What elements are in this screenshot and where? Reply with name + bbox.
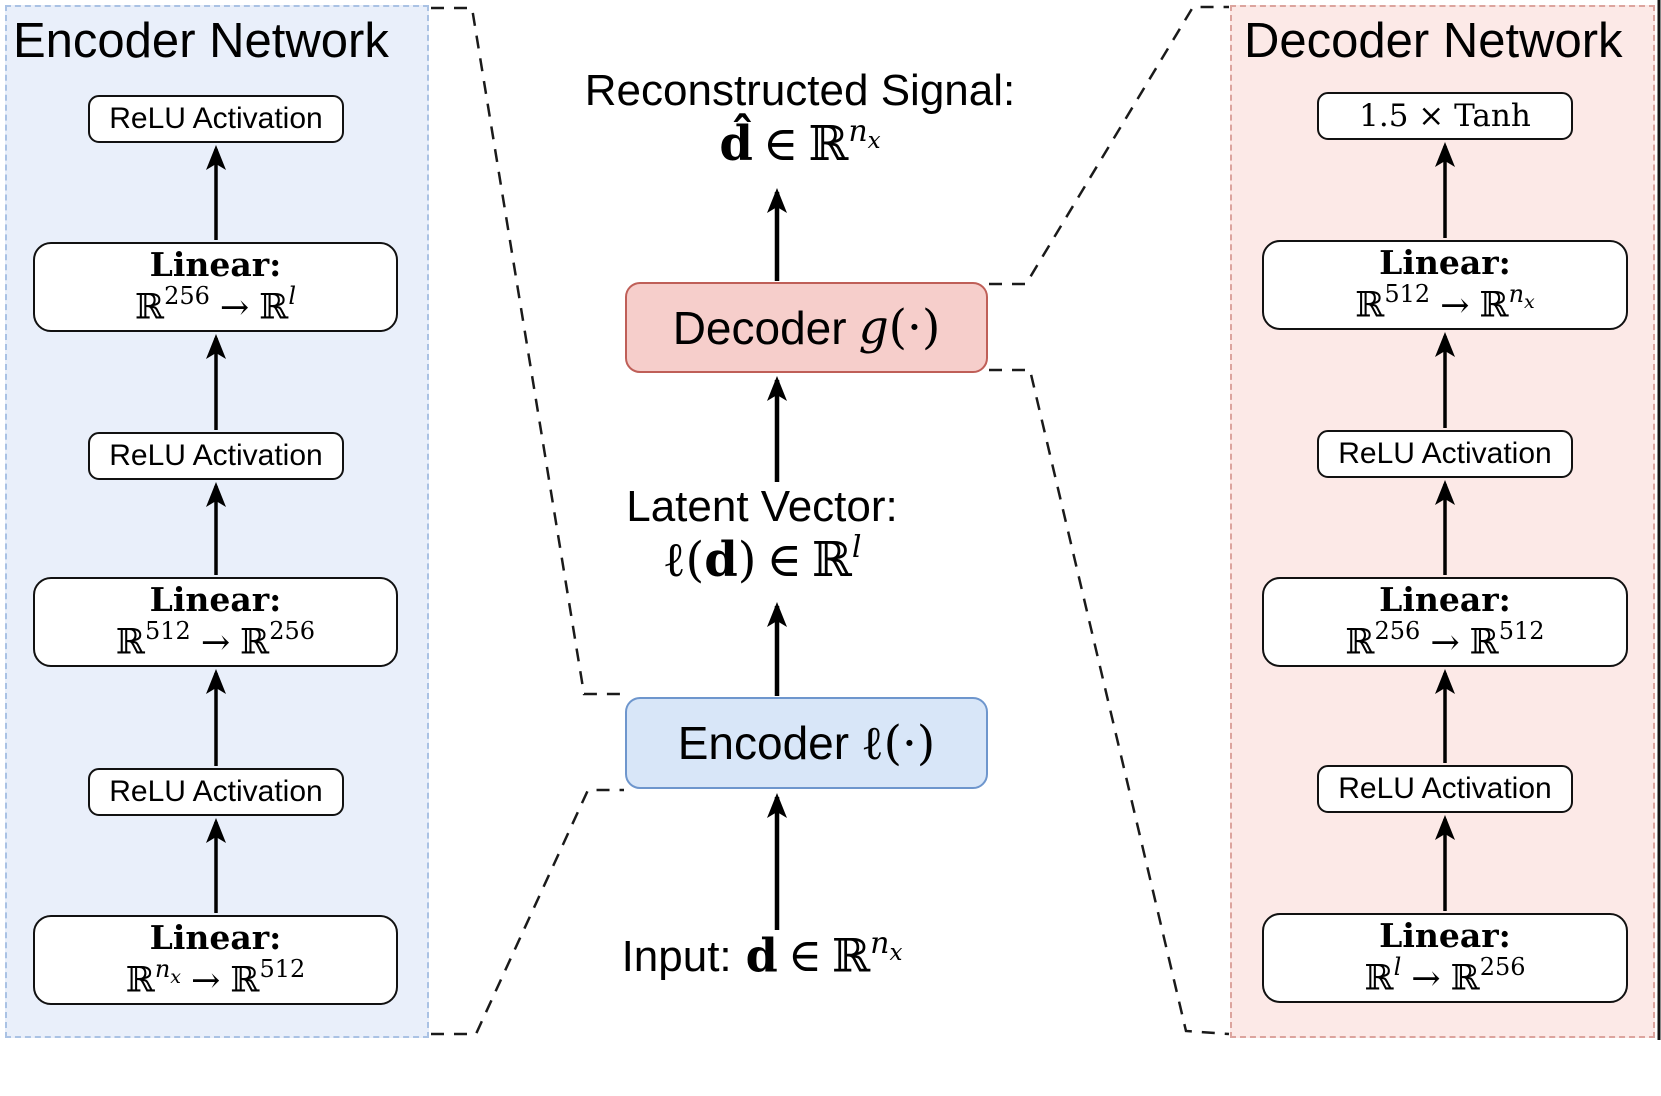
linear-label: Linear: [1379, 915, 1511, 955]
encoder-box-label: Encoder [677, 717, 850, 769]
input-label: Input: [621, 932, 732, 982]
relu-label: ReLU Activation [1338, 437, 1552, 470]
decoder-linear-256-512: Linear: ℝ256→ℝ512 [1262, 577, 1628, 667]
encoder-relu-3: ReLU Activation [88, 768, 344, 816]
maps-to-arrow: → [191, 961, 221, 1002]
encoder-panel-title: Encoder Network [13, 14, 389, 68]
element-of-symbol: ∈ [762, 116, 799, 172]
reconstructed-signal-math: d̂∈ℝnx [719, 114, 881, 172]
linear-dims: ℝ512→ℝnx [1355, 280, 1535, 327]
decoder-tanh-activation: 1.5 × Tanh [1317, 92, 1573, 140]
decoder-network-panel [1230, 5, 1655, 1038]
maps-to-arrow: → [1430, 623, 1460, 664]
element-of-symbol: ∈ [766, 532, 803, 588]
linear-label: Linear: [1379, 242, 1511, 282]
encoder-relu-1: ReLU Activation [88, 95, 344, 143]
linear-label: Linear: [149, 244, 282, 284]
encoder-linear-256-l: Linear: ℝ256→ℝl [33, 242, 398, 332]
decoder-box-label: Decoder [672, 301, 847, 354]
encoder-linear-nx-512: Linear: ℝnx→ℝ512 [33, 915, 398, 1005]
linear-dims: ℝ256→ℝl [134, 282, 296, 329]
decoder-linear-512-nx: Linear: ℝ512→ℝnx [1262, 240, 1628, 330]
maps-to-arrow: → [219, 288, 250, 329]
decoder-relu-1: ReLU Activation [1317, 430, 1573, 478]
encoder-network-panel [5, 5, 429, 1038]
linear-dims: ℝ256→ℝ512 [1345, 617, 1545, 664]
linear-dims: ℝ512→ℝ256 [115, 617, 316, 664]
encoder-relu-2: ReLU Activation [88, 432, 344, 480]
relu-label: ReLU Activation [109, 775, 323, 808]
input-signal-math: Input:d∈ℝnx [621, 926, 903, 983]
relu-label: ReLU Activation [1338, 772, 1552, 805]
maps-to-arrow: → [200, 623, 231, 664]
maps-to-arrow: → [1440, 286, 1470, 327]
latent-vector-math: ℓ(d)∈ℝl [662, 530, 862, 588]
encoder-linear-512-256: Linear: ℝ512→ℝ256 [33, 577, 398, 667]
linear-label: Linear: [149, 579, 282, 619]
linear-dims: ℝl→ℝ256 [1364, 953, 1526, 1000]
decoder-relu-2: ReLU Activation [1317, 765, 1573, 813]
latent-vector-label: Latent Vector: [626, 482, 898, 531]
linear-label: Linear: [1379, 579, 1511, 619]
relu-label: ReLU Activation [109, 102, 323, 135]
connector-encoder-panel-bottom [431, 788, 624, 1036]
decoder-linear-l-256: Linear: ℝl→ℝ256 [1262, 913, 1628, 1003]
linear-label: Linear: [149, 917, 282, 957]
element-of-symbol: ∈ [787, 928, 822, 983]
relu-label: ReLU Activation [109, 439, 323, 472]
decoder-panel-title: Decoder Network [1244, 14, 1623, 68]
linear-dims: ℝnx→ℝ512 [125, 955, 306, 1002]
reconstructed-signal-label: Reconstructed Signal: [584, 66, 1016, 115]
tanh-label: 1.5 × Tanh [1359, 98, 1531, 134]
maps-to-arrow: → [1411, 959, 1441, 1000]
